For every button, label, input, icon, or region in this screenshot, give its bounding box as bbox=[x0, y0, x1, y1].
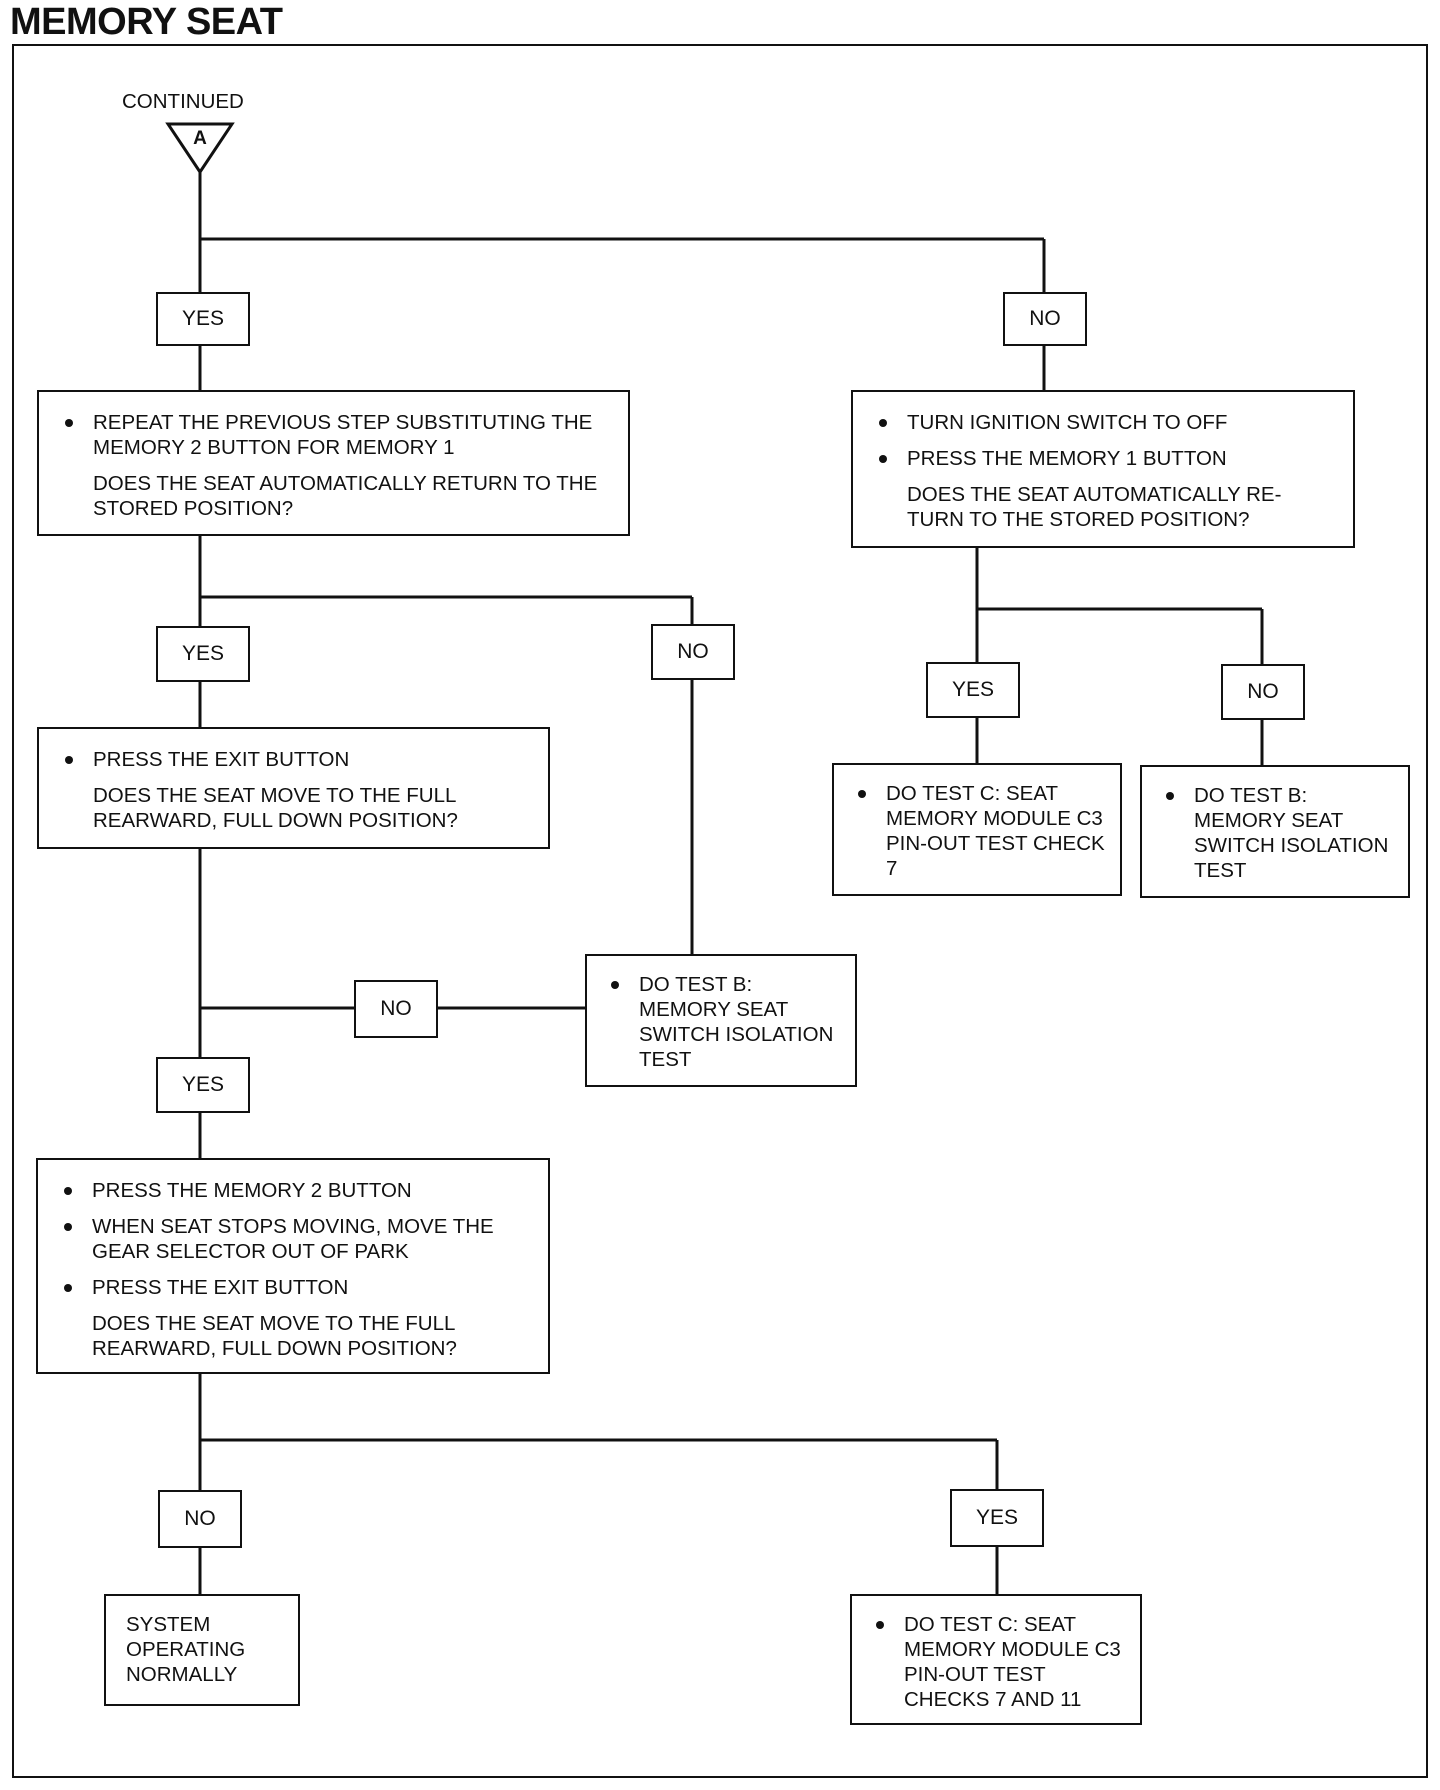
connector-triangle bbox=[165, 122, 235, 175]
step-instruction: PRESS THE MEMORY 2 BUTTON bbox=[62, 1178, 528, 1203]
result-text: DO TEST B: MEMORY SEAT SWITCH ISOLATION … bbox=[609, 972, 843, 1072]
label-yes-5: YES bbox=[950, 1489, 1044, 1547]
result-test-b-right: DO TEST B: MEMORY SEAT SWITCH ISOLATION … bbox=[1140, 765, 1410, 898]
step-instruction: PRESS THE MEMORY 1 BUTTON bbox=[877, 446, 1333, 471]
step-box-repeat-memory-2: REPEAT THE PREVIOUS STEP SUBSTITUTING TH… bbox=[37, 390, 630, 536]
label-no-3: NO bbox=[1221, 664, 1305, 720]
diagram-frame bbox=[12, 44, 1428, 1778]
connector-letter: A bbox=[193, 128, 207, 149]
result-text: DO TEST C: SEAT MEMORY MODULE C3 PIN-OUT… bbox=[856, 781, 1108, 881]
result-text: SYSTEM OPERATING NORMALLY bbox=[126, 1613, 246, 1686]
label-no-2: NO bbox=[651, 624, 735, 680]
step-box-memory-2-gear: PRESS THE MEMORY 2 BUTTON WHEN SEAT STOP… bbox=[36, 1158, 550, 1374]
label-yes-4: YES bbox=[156, 1057, 250, 1113]
label-no-4: NO bbox=[354, 980, 438, 1038]
step-box-press-exit: PRESS THE EXIT BUTTON DOES THE SEAT MOVE… bbox=[37, 727, 550, 849]
page-title: MEMORY SEAT bbox=[10, 1, 283, 43]
label-no-5: NO bbox=[158, 1490, 242, 1548]
step-instruction: TURN IGNITION SWITCH TO OFF bbox=[877, 410, 1333, 435]
step-question: DOES THE SEAT AUTOMATICALLY RE-TURN TO T… bbox=[907, 483, 1282, 531]
result-text: DO TEST C: SEAT MEMORY MODULE C3 PIN-OUT… bbox=[874, 1612, 1128, 1712]
step-question: DOES THE SEAT MOVE TO THE FULL REARWARD,… bbox=[92, 1312, 457, 1360]
step-instruction: WHEN SEAT STOPS MOVING, MOVE THE GEAR SE… bbox=[62, 1214, 528, 1264]
result-test-c-check-7: DO TEST C: SEAT MEMORY MODULE C3 PIN-OUT… bbox=[832, 763, 1122, 896]
label-yes-2: YES bbox=[156, 626, 250, 682]
result-test-b-mid: DO TEST B: MEMORY SEAT SWITCH ISOLATION … bbox=[585, 954, 857, 1087]
label-yes-1: YES bbox=[156, 292, 250, 346]
result-system-normal: SYSTEM OPERATING NORMALLY bbox=[104, 1594, 300, 1706]
label-yes-3: YES bbox=[926, 662, 1020, 718]
label-no-1: NO bbox=[1003, 292, 1087, 346]
connector-caption: CONTINUED bbox=[122, 90, 244, 113]
step-instruction: PRESS THE EXIT BUTTON bbox=[62, 1275, 528, 1300]
step-question: DOES THE SEAT MOVE TO THE FULL REARWARD,… bbox=[93, 784, 458, 832]
result-text: DO TEST B: MEMORY SEAT SWITCH ISOLATION … bbox=[1164, 783, 1396, 883]
step-instruction: REPEAT THE PREVIOUS STEP SUBSTITUTING TH… bbox=[63, 410, 608, 460]
step-box-ignition-off: TURN IGNITION SWITCH TO OFF PRESS THE ME… bbox=[851, 390, 1355, 548]
result-test-c-checks-7-11: DO TEST C: SEAT MEMORY MODULE C3 PIN-OUT… bbox=[850, 1594, 1142, 1725]
step-question: DOES THE SEAT AUTOMATICALLY RETURN TO TH… bbox=[93, 472, 598, 520]
step-instruction: PRESS THE EXIT BUTTON bbox=[63, 747, 528, 772]
